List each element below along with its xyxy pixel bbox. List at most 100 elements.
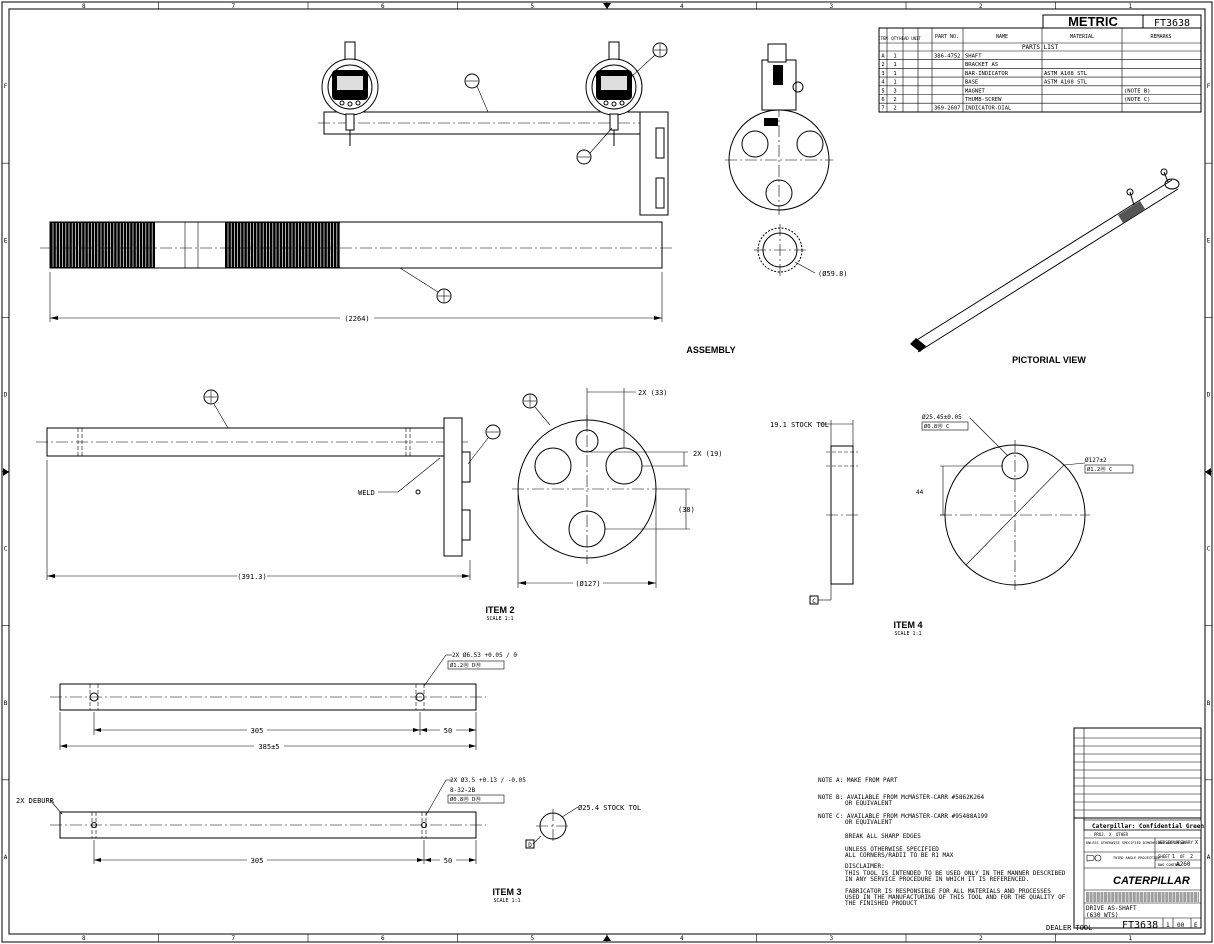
column-marker: 1	[1128, 3, 1132, 10]
fabricator-line-1: FABRICATOR IS RESPONSIBLE FOR ALL MATERI…	[845, 888, 1051, 895]
dim-holes-33: 2X (33)	[638, 389, 668, 397]
dim-stock-tol-19: 19.1 STOCK TOL	[770, 421, 829, 429]
part-name: BAR-INDICATOR	[965, 71, 1009, 77]
dealer-tool-label: DEALER TOOL	[1046, 924, 1092, 932]
part-qty: 2	[893, 97, 896, 103]
dim-stock-tol-25: Ø25.4 STOCK TOL	[578, 804, 641, 812]
part-remarks: (NOTE C)	[1124, 97, 1151, 103]
col-item-header: ITEM	[878, 36, 888, 41]
note-b: NOTE B: AVAILABLE FROM McMASTER-CARR #58…	[818, 794, 985, 801]
part-name: SHAFT	[965, 54, 982, 60]
center-mark	[3, 468, 9, 476]
dim-holes-19: 2X (19)	[693, 450, 723, 458]
column-marker: 1	[1128, 935, 1132, 942]
column-marker: 4	[680, 3, 684, 10]
of-value: 2	[1190, 854, 1193, 860]
bar-section-view: Ø25.4 STOCK TOL D	[525, 804, 641, 849]
dim-50-upper: 50	[444, 727, 452, 735]
item-2-view: WELD (391.3)	[36, 389, 501, 581]
column-marker: 8	[82, 3, 86, 10]
drawing-title-2: (630 WTS)	[1086, 912, 1119, 919]
column-marker: 2	[979, 935, 983, 942]
bottom-rev: 00	[1177, 922, 1185, 929]
item-2-end-view: 2X (33) 2X (19) (38) (Ø127)	[512, 388, 723, 588]
assembly-shaft-view: (2264)	[40, 221, 672, 323]
unless-text: UNLESS OTHERWISE SPECIFIED DIMENSIONS AR…	[1086, 841, 1185, 845]
part-qty: 1	[893, 71, 896, 77]
column-marker: 5	[530, 3, 534, 10]
other-label: OTHER	[1116, 832, 1129, 837]
confidential-label: Caterpillar: Confidential Green	[1092, 823, 1204, 830]
dim-hole-3-5: 2X Ø3.5 +0.13 / -0.05	[450, 777, 526, 784]
parts-list-caption: PARTS LIST	[1022, 44, 1059, 51]
version-value: PRIMARY	[1176, 840, 1193, 845]
pictorial-view	[910, 168, 1180, 353]
version-mark: X	[1195, 840, 1198, 846]
proj-value: X	[1109, 832, 1112, 837]
part-material: ASTM A108 STL	[1044, 71, 1088, 77]
part-item: 4	[881, 80, 885, 86]
column-marker: 5	[530, 935, 534, 942]
part-item: 2	[881, 62, 884, 68]
part-item: 5	[881, 88, 884, 94]
column-marker: 4	[680, 935, 684, 942]
item-2-label: ITEM 2	[485, 605, 514, 615]
disclaimer-line-1: THIS TOOL IS INTENDED TO BE USED ONLY IN…	[845, 870, 1066, 877]
dial-indicator	[321, 41, 379, 146]
assembly-side-view: (Ø59.8)	[725, 43, 848, 278]
fcf-dia-25: Ø0.8Ⓜ C	[924, 422, 949, 430]
note-c: NOTE C: AVAILABLE FROM McMASTER-CARR #95…	[818, 813, 988, 820]
part-item: 7	[881, 106, 884, 112]
center-mark	[603, 3, 611, 9]
dim-44: 44	[916, 489, 924, 496]
fcf-hole-3-5: Ø0.8Ⓜ DⓂ	[450, 795, 481, 803]
deburr-note: 2X DEBURR	[16, 797, 55, 805]
title-block: Caterpillar: Confidential Green PROJ. X …	[1073, 727, 1204, 931]
note-b-equivalent: OR EQUIVALENT	[845, 800, 892, 807]
fabricator-line-2: USED IN THE MANUFACTURING OF THIS TOOL A…	[845, 894, 1066, 901]
datum-d: D	[528, 842, 532, 849]
col-remarks-header: REMARKS	[1150, 34, 1171, 40]
fcf-hole-6-53: Ø1.2Ⓜ DⓂ	[450, 661, 481, 669]
row-marker: D	[4, 391, 8, 398]
part-name: BRACKET AS	[965, 62, 998, 68]
part-name: THUMB-SCREW	[965, 97, 1002, 103]
row-marker: A	[1207, 854, 1211, 861]
drawing-title-1: DRIVE AS-SHAFT	[1086, 905, 1137, 912]
row-marker: A	[4, 854, 8, 861]
part-qty: 2	[893, 106, 896, 112]
row-marker: E	[4, 237, 8, 244]
part-item: 3	[881, 71, 884, 77]
bottom-zone: E	[1194, 922, 1198, 929]
row-marker: D	[1207, 391, 1211, 398]
general-notes: NOTE A: MAKE FROM PART NOTE B: AVAILABLE…	[818, 777, 1066, 907]
dim-50-lower: 50	[444, 857, 452, 865]
col-headunit-header: HEAD UNIT	[899, 36, 921, 41]
part-number: 369-2607	[934, 106, 961, 112]
fcf-dia-127: Ø1.2Ⓜ C	[1087, 465, 1112, 473]
drawing-number-top: FT3638	[1154, 18, 1190, 29]
note-c-equivalent: OR EQUIVALENT	[845, 819, 892, 826]
item-3-label: ITEM 3	[492, 887, 521, 897]
column-marker: 7	[231, 935, 235, 942]
sheet-label: SHEET	[1158, 854, 1171, 859]
bar-view-upper: 2X Ø6.53 +0.05 / 0 Ø1.2Ⓜ DⓂ 305 50 385±5	[50, 652, 517, 751]
part-material: ASTM A108 STL	[1044, 80, 1088, 86]
dim-38: (38)	[678, 506, 695, 514]
parts-list-row: 2 1 BRACKET AS	[881, 62, 998, 68]
part-qty: 1	[893, 62, 896, 68]
item-4-side-view: 19.1 STOCK TOL C	[770, 420, 858, 605]
dim-dia-127: Ø127±2	[1085, 457, 1107, 464]
item-4-scale: SCALE 1:1	[894, 631, 921, 637]
row-marker: F	[4, 83, 8, 90]
of-label: OF	[1180, 854, 1185, 859]
row-marker: C	[1207, 546, 1211, 553]
column-marker: 3	[829, 935, 833, 942]
dim-dia-25-45: Ø25.45±0.05	[922, 414, 962, 421]
col-name-header: NAME	[996, 34, 1008, 40]
datum-c: C	[812, 598, 816, 605]
